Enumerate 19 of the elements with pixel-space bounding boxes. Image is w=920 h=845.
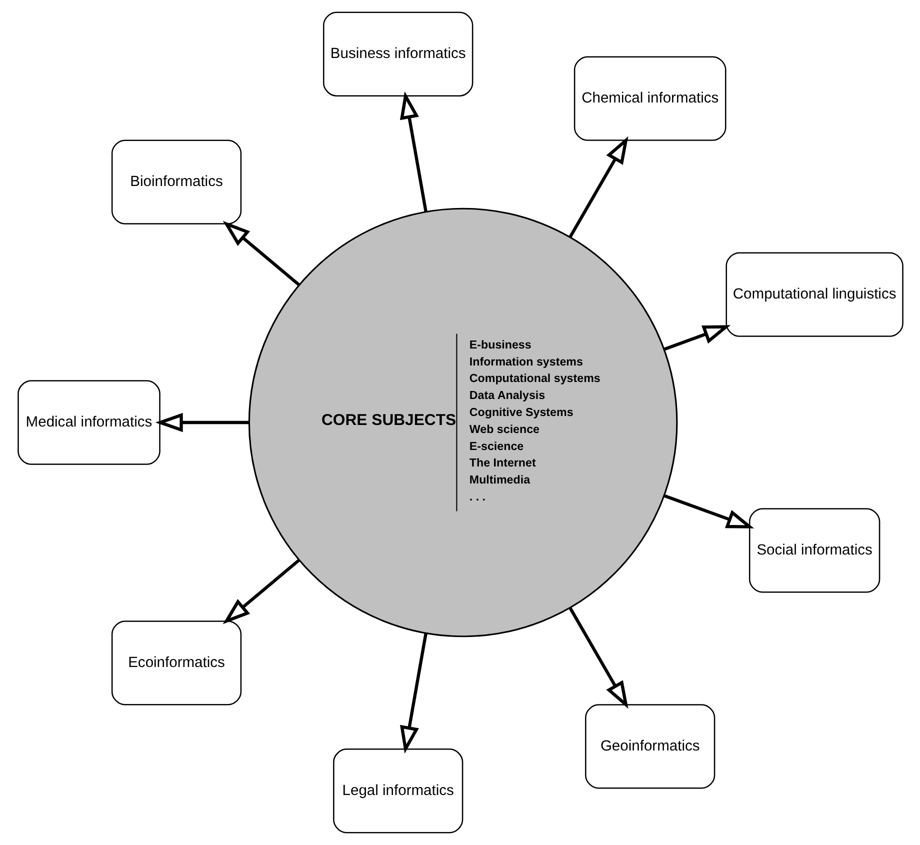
arrow — [662, 325, 730, 351]
node-box: Bioinformatics — [110, 140, 242, 224]
arrow — [154, 412, 249, 432]
node-box: Geoinformatics — [584, 704, 715, 789]
arrow — [399, 632, 427, 754]
arrow — [662, 494, 754, 528]
node-box: Computational linguistics — [725, 252, 903, 337]
arrow — [399, 91, 427, 212]
node-circle: CORE SUBJECTS E-business Information systems Computational systems Data Analysis Cognitive Systems Web science E-science The Internet Multimedia . . . — [248, 208, 678, 638]
arrow — [568, 136, 628, 238]
arrow — [222, 220, 300, 286]
node-box: Social informatics — [748, 508, 880, 593]
node-box: Legal informatics — [332, 748, 463, 834]
node-box: Medical informatics — [17, 380, 160, 465]
arrow — [568, 606, 628, 709]
node-box: Ecoinformatics — [110, 620, 242, 706]
arrow — [222, 558, 300, 624]
node-box: Business informatics — [322, 12, 473, 96]
node-box: Chemical informatics — [573, 56, 726, 141]
